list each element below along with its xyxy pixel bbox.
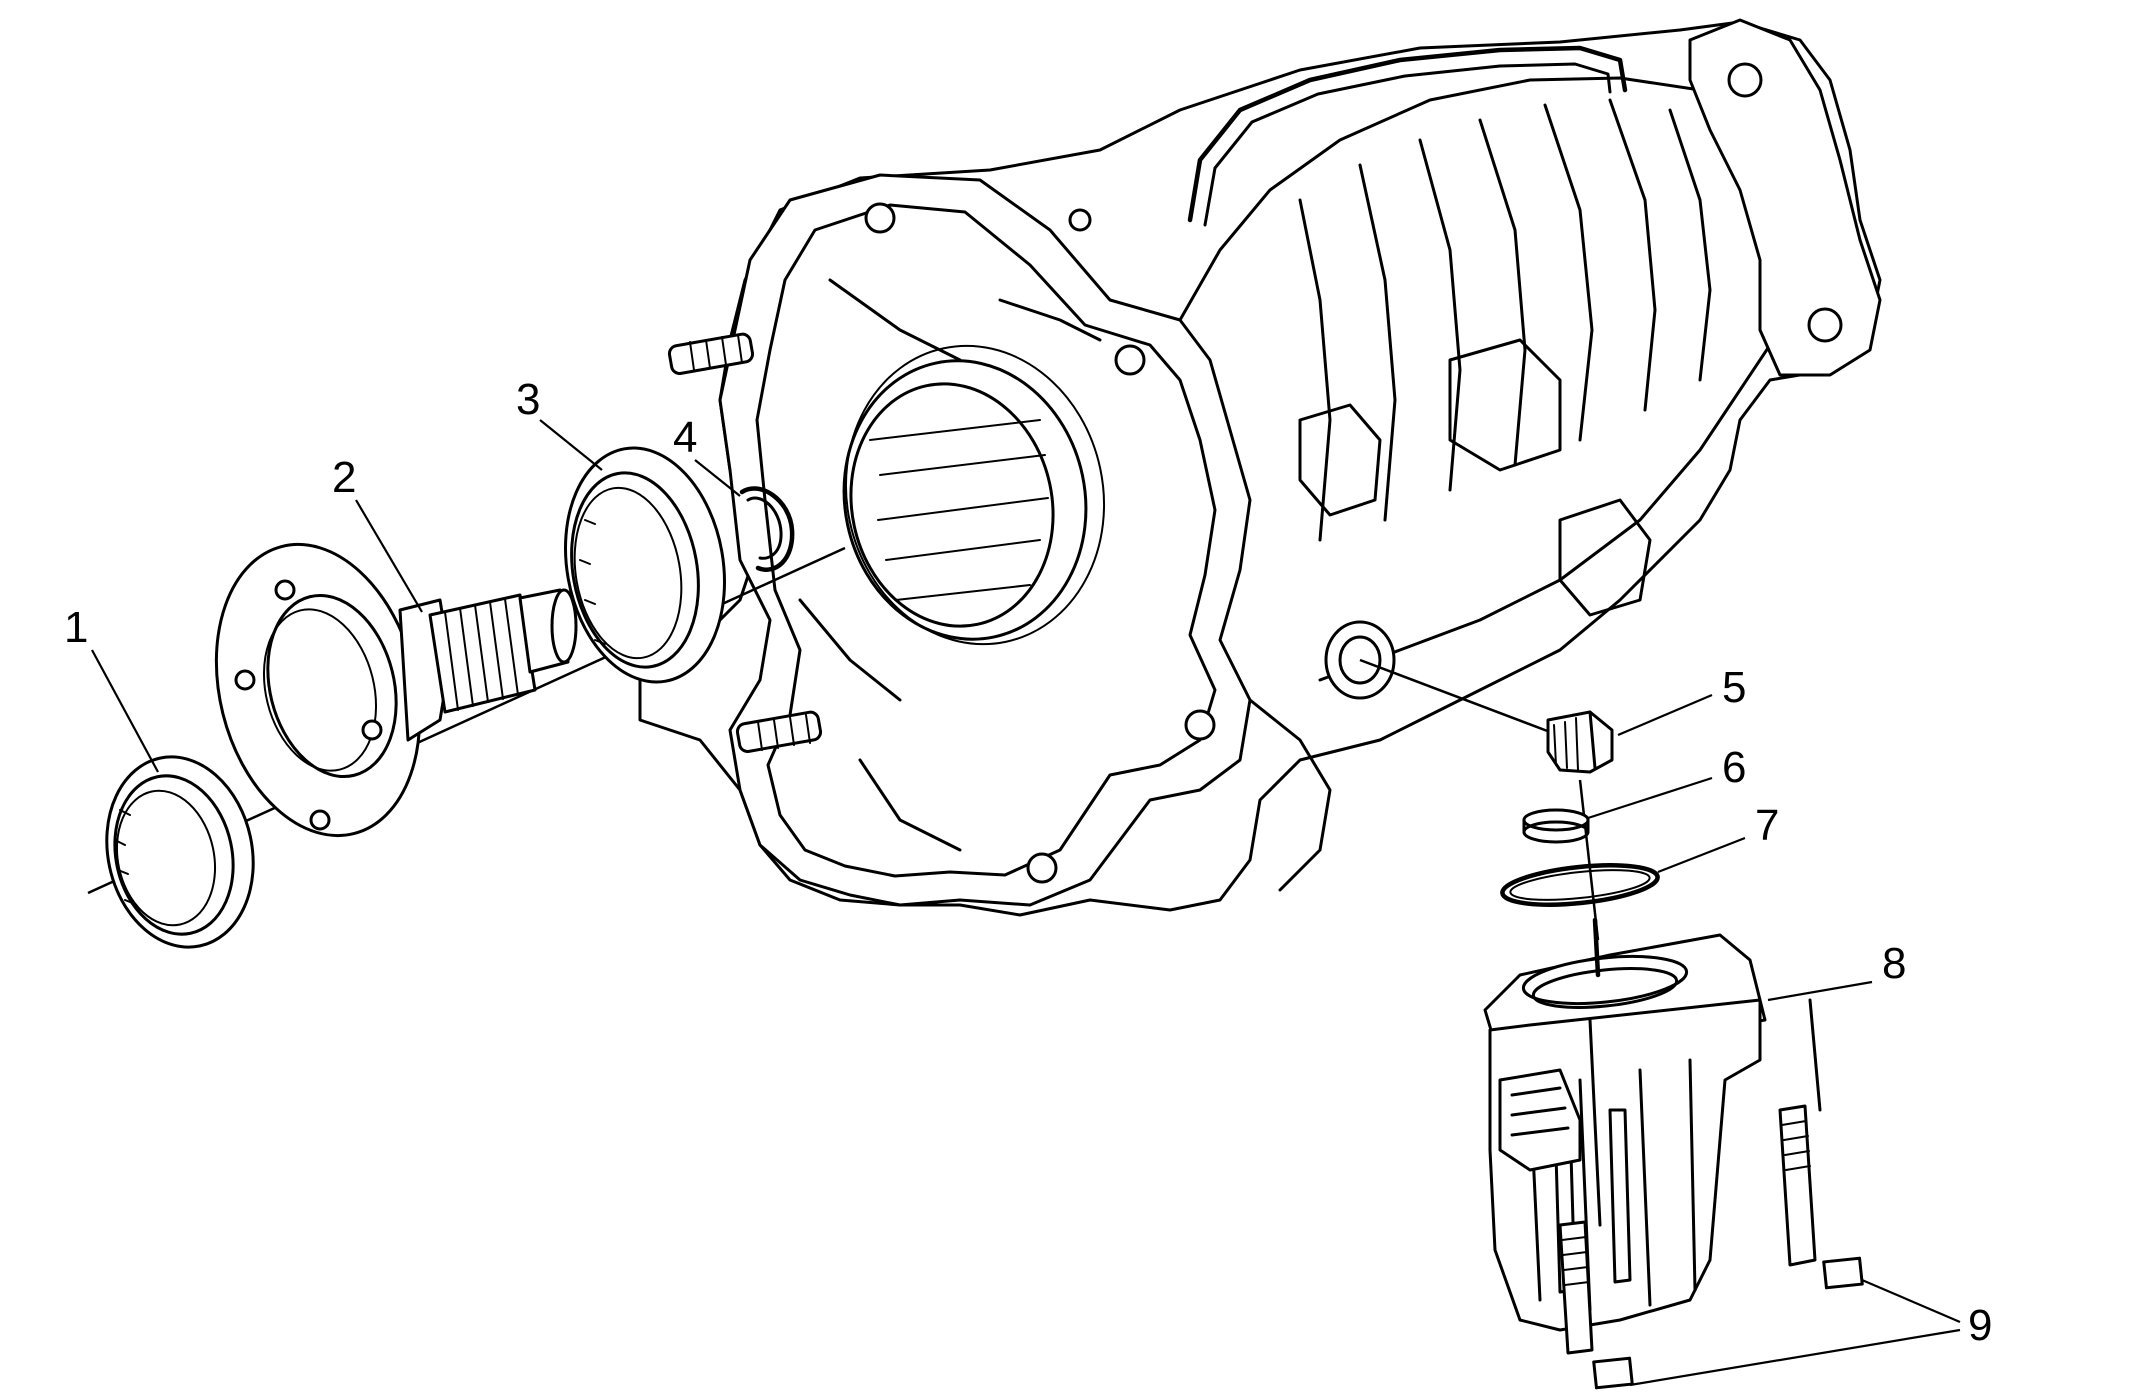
housing-bore-rim — [844, 344, 1106, 646]
stud-lower — [735, 710, 823, 753]
mount-hole — [1727, 62, 1763, 98]
rear-body-ribs — [1298, 98, 1712, 542]
housing-assembly — [638, 18, 1882, 917]
flange-hole — [864, 202, 896, 234]
part-8-pump-assembly — [1483, 917, 1864, 1390]
leader-6 — [1587, 776, 1713, 820]
leader-8 — [1767, 980, 1873, 1002]
flange-hole — [1026, 852, 1058, 884]
callout-2: 2 — [332, 453, 356, 502]
leader-5 — [1617, 693, 1713, 737]
housing-boss — [1298, 403, 1382, 517]
leader-4 — [694, 459, 741, 497]
lower-body-contour — [1248, 698, 1332, 892]
part-2-output-flange — [214, 542, 578, 838]
callout-1: 1 — [64, 603, 88, 652]
part-4-snap-ring — [739, 486, 795, 572]
callout-4: 4 — [673, 413, 697, 462]
rear-mount-ear — [1688, 18, 1882, 377]
callout-5: 5 — [1722, 663, 1746, 712]
housing-boss — [1448, 338, 1562, 472]
part-6-seal — [1522, 808, 1590, 844]
housing-boss — [1558, 498, 1652, 617]
leader-2 — [355, 499, 423, 613]
part-3-seal — [563, 446, 727, 684]
part-7-o-ring — [1500, 863, 1660, 907]
stud-upper — [667, 332, 755, 375]
callout-6: 6 — [1722, 743, 1746, 792]
leader-lines — [91, 419, 1961, 1387]
mount-hole — [1807, 307, 1843, 343]
leader-3 — [539, 419, 603, 471]
callout-8: 8 — [1882, 939, 1906, 988]
flange-hole — [1068, 208, 1092, 232]
leader-1 — [91, 649, 159, 773]
centerline-plug — [1359, 658, 1559, 737]
part-5-plug — [1546, 710, 1614, 774]
part-9-bolts — [1558, 998, 1864, 1390]
bore-shading — [869, 419, 1049, 601]
callout-3: 3 — [516, 375, 540, 424]
flange-hole — [1114, 344, 1146, 376]
cooling-tube — [1187, 45, 1628, 223]
centerline-pump — [1578, 779, 1600, 941]
leader-7 — [1657, 836, 1746, 874]
web-ribs — [798, 598, 962, 852]
part-1-seal — [105, 755, 255, 949]
callout-9: 9 — [1968, 1301, 1992, 1350]
leader-9b — [1629, 1328, 1961, 1387]
callout-labels: 1 2 3 4 5 6 7 8 9 — [64, 375, 1992, 1350]
web-ribs — [828, 278, 1102, 362]
housing-bore-inner — [849, 382, 1055, 628]
flange-inner-contour — [755, 203, 1217, 878]
flange-hole — [1184, 709, 1216, 741]
callout-7: 7 — [1755, 801, 1779, 850]
leader-9a — [1861, 1278, 1961, 1324]
